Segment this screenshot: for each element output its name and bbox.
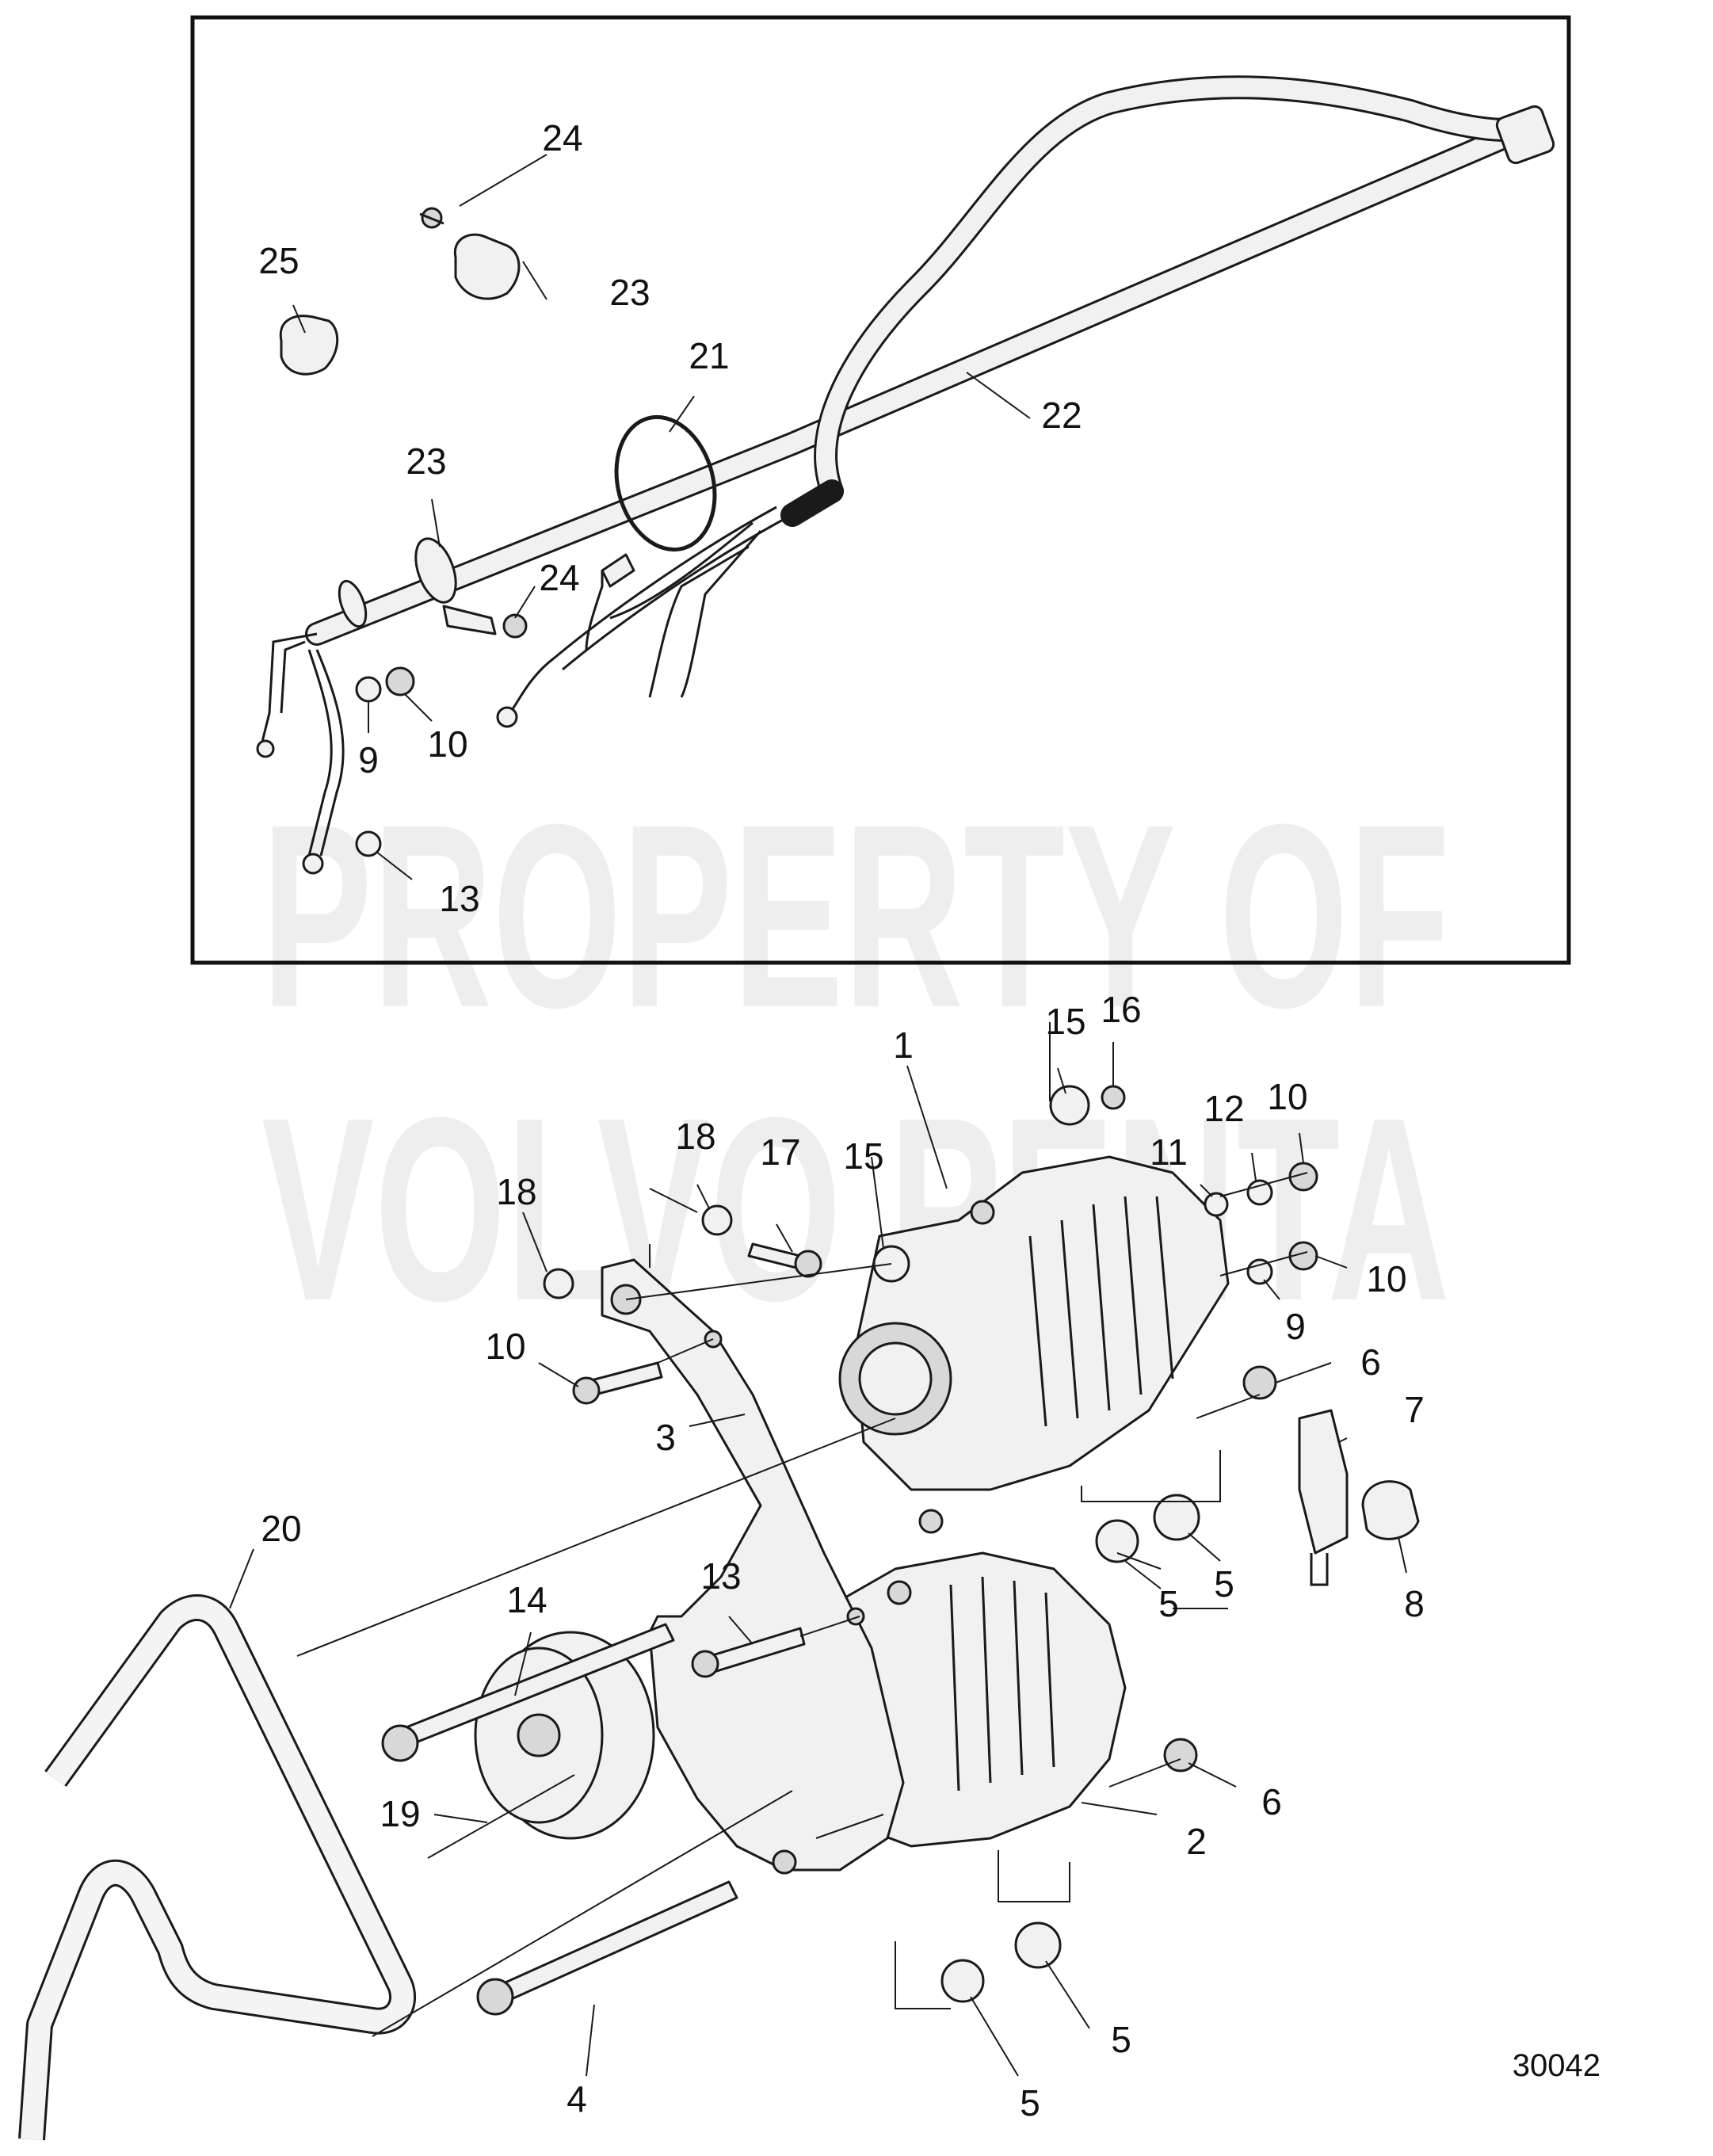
callout-13-main: 13 <box>700 1555 741 1597</box>
drawing-reference-number: 30042 <box>1513 2048 1600 2083</box>
callout-labels: 24 23 25 21 22 23 24 9 10 13 15 16 1 10 … <box>258 117 1424 2124</box>
cable-tie-ring <box>614 414 717 552</box>
callout-6-bottom: 6 <box>1261 1781 1282 1822</box>
callout-9-right: 9 <box>1285 1306 1306 1347</box>
alignment-lines <box>296 1022 1308 2037</box>
callout-21: 21 <box>689 335 729 376</box>
callout-11: 11 <box>1150 1131 1188 1173</box>
callout-24-top: 24 <box>542 117 582 158</box>
callout-10-right: 10 <box>1366 1258 1406 1299</box>
callout-5-bottom: 5 <box>1020 2082 1040 2124</box>
callout-7: 7 <box>1404 1389 1425 1430</box>
callout-15-top: 15 <box>1045 1001 1085 1042</box>
callout-22: 22 <box>1041 395 1082 436</box>
callout-5-right: 5 <box>1214 1563 1234 1605</box>
callout-leaders <box>229 154 1407 2077</box>
callout-5-bottom-right: 5 <box>1111 2019 1131 2060</box>
callout-18-upper: 18 <box>675 1116 715 1157</box>
callout-5-mid: 5 <box>1158 1583 1179 1624</box>
mounting-bracket <box>601 1258 905 1872</box>
callout-10-right-top: 10 <box>1267 1076 1307 1117</box>
watermark: PROPERTY OF VOLVO PENTA <box>261 769 1450 1355</box>
callout-6-top: 6 <box>1360 1341 1381 1383</box>
callout-12: 12 <box>1204 1088 1244 1129</box>
bolt-long-lower <box>490 1880 738 2006</box>
idler-pulley <box>474 1631 655 1840</box>
watermark-line-1: PROPERTY OF <box>261 769 1450 1062</box>
callout-13-inset: 13 <box>439 878 479 919</box>
callout-18-left: 18 <box>496 1171 536 1212</box>
callout-20: 20 <box>261 1508 301 1549</box>
callout-17: 17 <box>760 1131 800 1173</box>
callout-25: 25 <box>258 240 299 281</box>
callout-23-top: 23 <box>609 272 650 313</box>
callout-23-mid: 23 <box>406 441 446 482</box>
drive-belt <box>18 1594 417 2141</box>
callout-1: 1 <box>893 1025 914 1066</box>
watermark-line-2: VOLVO PENTA <box>261 1063 1450 1355</box>
callout-8: 8 <box>1404 1583 1425 1624</box>
callout-9-inset: 9 <box>358 739 379 780</box>
fuse-holder <box>1298 1409 1349 1555</box>
cable-harness-assembly <box>256 75 1555 875</box>
callout-16: 16 <box>1101 989 1141 1030</box>
callout-10-inset: 10 <box>427 723 467 765</box>
grommet <box>1361 1480 1420 1540</box>
callout-10-left: 10 <box>485 1326 525 1367</box>
callout-4: 4 <box>567 2078 587 2120</box>
alternator-upper <box>838 1155 1230 1534</box>
callout-24-mid: 24 <box>539 557 579 598</box>
callout-3: 3 <box>655 1417 676 1458</box>
callout-19: 19 <box>380 1793 420 1834</box>
callout-15-mid: 15 <box>843 1135 883 1177</box>
callout-14: 14 <box>506 1579 547 1620</box>
callout-2: 2 <box>1186 1821 1207 1862</box>
inset-frame <box>190 15 1571 965</box>
